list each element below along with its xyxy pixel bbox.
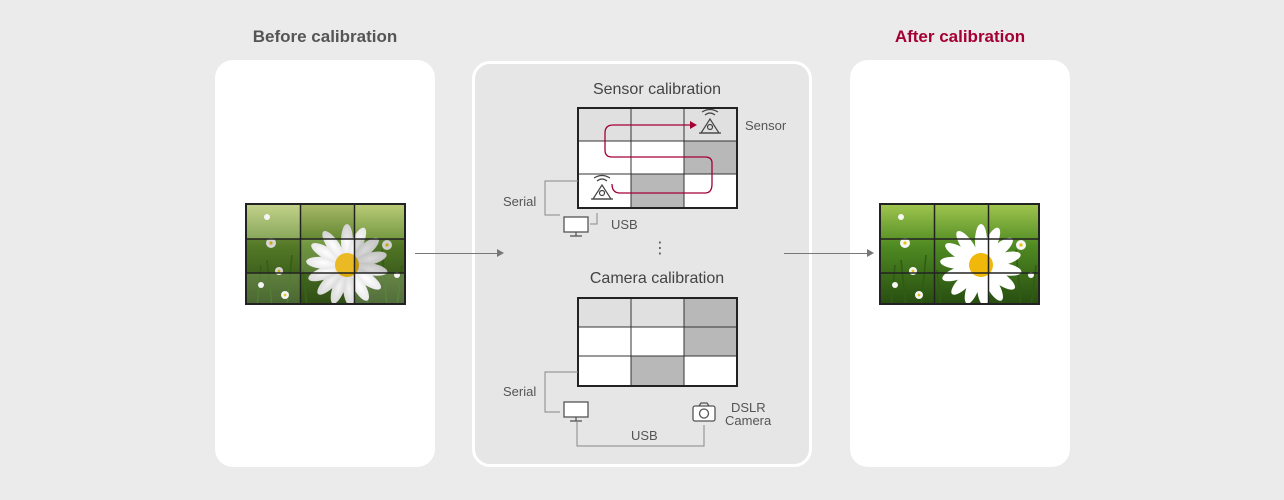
after-calibration-heading: After calibration bbox=[894, 27, 1026, 46]
before-calibration-heading: Before calibration bbox=[252, 27, 398, 46]
arrow-to-after bbox=[784, 253, 868, 254]
arrow-head-icon bbox=[497, 249, 504, 257]
monitor-icon bbox=[563, 216, 589, 237]
monitor-icon bbox=[563, 401, 589, 422]
serial-label: Serial bbox=[503, 194, 537, 209]
video-wall-after bbox=[879, 203, 1040, 305]
flower-image-before bbox=[247, 205, 404, 303]
arrow-head-icon bbox=[867, 249, 874, 257]
arrow-to-process bbox=[415, 253, 498, 254]
camera-label: Camera bbox=[725, 413, 772, 428]
flower-image-after bbox=[881, 205, 1038, 303]
sensor-path-arrow bbox=[604, 124, 713, 194]
sensor-label: Sensor bbox=[745, 118, 787, 133]
usb-label: USB bbox=[631, 428, 658, 443]
sensor-calibration-title: Sensor calibration bbox=[592, 81, 722, 98]
usb-label: USB bbox=[611, 217, 638, 232]
camera-calibration-title: Camera calibration bbox=[589, 270, 725, 287]
serial-label: Serial bbox=[503, 384, 537, 399]
camera-display-grid bbox=[577, 297, 738, 387]
dslr-label: DSLR bbox=[731, 400, 766, 415]
video-wall-before bbox=[245, 203, 406, 305]
camera-icon bbox=[692, 402, 716, 422]
sensor-icon bbox=[591, 174, 613, 200]
dslr-camera-label: DSLR Camera bbox=[725, 400, 771, 427]
continuation-ellipsis: ⋮ bbox=[652, 240, 668, 257]
sensor-icon bbox=[699, 108, 721, 134]
calibration-process-card bbox=[472, 61, 812, 467]
